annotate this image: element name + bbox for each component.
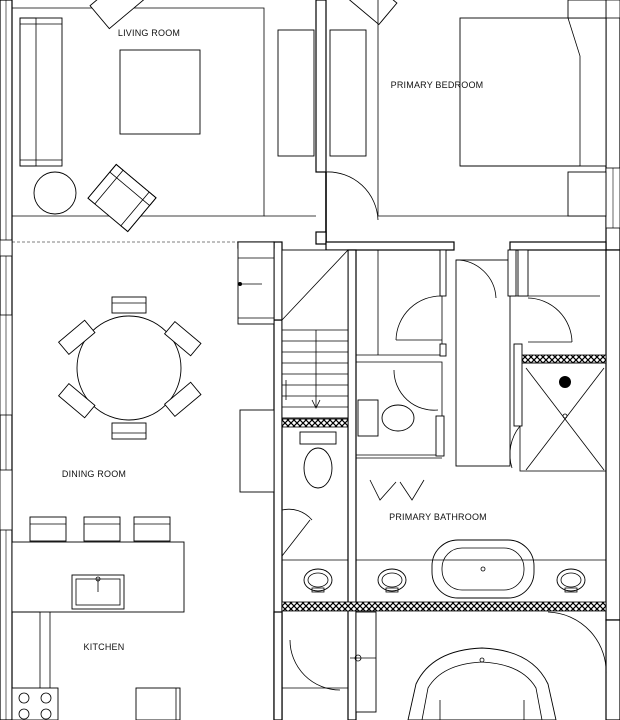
powder-room — [281, 427, 337, 557]
toilet-powder — [303, 447, 333, 489]
sofa — [19, 17, 63, 167]
coffee-table — [119, 49, 201, 135]
side-table — [33, 171, 77, 215]
dining-chairs — [57, 296, 202, 440]
shower-head-icon — [559, 376, 571, 388]
primary-bedroom-area: PRIMARY BEDROOM — [377, 0, 607, 217]
staircase — [237, 241, 349, 419]
sink-bath-left — [377, 568, 407, 593]
bed — [459, 17, 607, 167]
living-room-area: LIVING ROOM — [12, 0, 398, 242]
primary-bedroom-label: PRIMARY BEDROOM — [391, 80, 484, 90]
dining-room-area: DINING ROOM — [57, 296, 275, 493]
living-room-label: LIVING ROOM — [118, 28, 180, 38]
primary-bathroom-label: PRIMARY BATHROOM — [389, 512, 487, 522]
nightstand-bottom — [567, 171, 607, 217]
dining-table — [76, 315, 182, 421]
sink-bath-right — [556, 568, 586, 593]
range — [11, 687, 59, 720]
sideboard — [239, 409, 275, 493]
car — [407, 647, 557, 720]
bench-left — [277, 29, 315, 157]
kitchen-label: KITCHEN — [84, 642, 125, 652]
cabinet — [135, 687, 181, 720]
sink-powder — [303, 568, 333, 593]
primary-bathroom-area: PRIMARY BATHROOM — [282, 249, 607, 599]
bathtub — [431, 539, 535, 599]
nightstand-top — [567, 0, 607, 19]
kitchen-area: KITCHEN — [11, 516, 185, 720]
dining-room-label: DINING ROOM — [62, 469, 126, 479]
toilet-bath — [381, 404, 415, 432]
armchair — [87, 163, 157, 233]
bench-right — [329, 29, 367, 157]
garage-area — [273, 611, 607, 720]
